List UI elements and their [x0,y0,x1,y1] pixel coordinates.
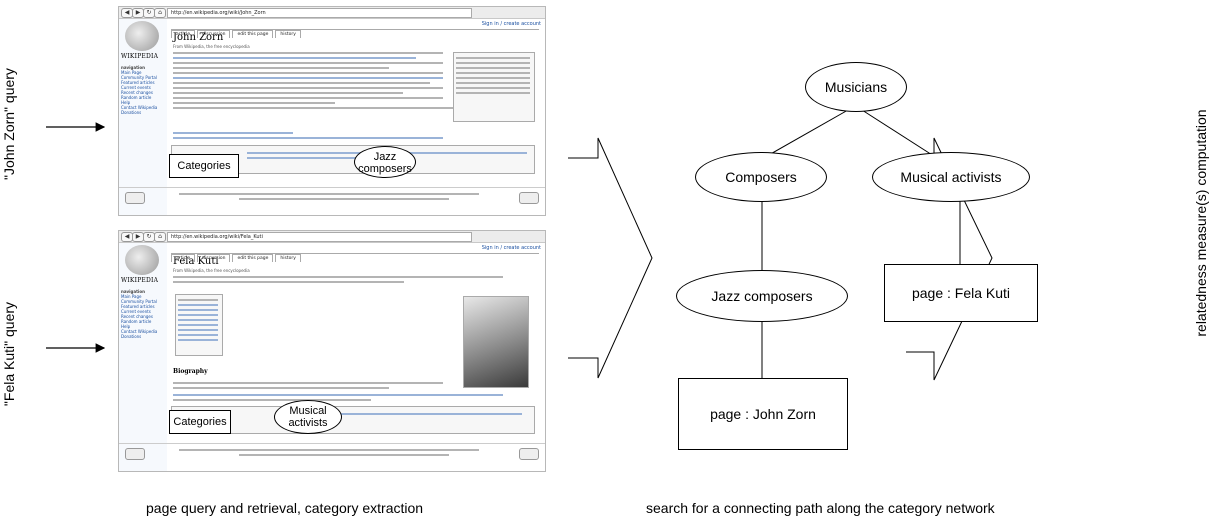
page-footer [119,187,545,210]
node-page-fela-kuti: page : Fela Kuti [884,264,1038,322]
biography-text [173,382,443,392]
article-title: John Zorn [173,32,224,43]
nav-link[interactable]: Main Page [121,294,142,299]
nav-link[interactable]: Community Portal [121,299,157,304]
node-jazz-composers: Jazz composers [676,270,848,322]
node-musical-activists: Musical activists [872,152,1030,202]
nav-link[interactable]: Recent changes [121,90,153,95]
external-links [173,394,503,404]
nav-link[interactable]: Current events [121,85,151,90]
nav-link[interactable]: Current events [121,309,151,314]
mediawiki-badge-icon [519,448,539,460]
caption-middle: search for a connecting path along the c… [646,500,995,516]
table-of-contents [175,294,223,356]
tab-article[interactable]: article [171,30,196,38]
nav-link[interactable]: Help [121,324,131,329]
portrait-image [463,296,529,388]
nav-link[interactable]: Random article [121,319,152,324]
nav-link[interactable]: Random article [121,95,152,100]
article-intro [173,276,503,286]
caption-left: page query and retrieval, category extra… [146,500,424,516]
nav-link[interactable]: Contact Wikipedia [121,329,158,334]
article-subtitle: From Wikipedia, the free encyclopedia [173,268,250,273]
url-bar[interactable]: http://en.wikipedia.org/wiki/Fela_Kuti [167,232,472,242]
infobox [453,52,535,122]
zorn-categories-box: Categories [169,154,239,178]
caption-right: relatedness measure(s) computation [1193,109,1209,337]
tab-discussion[interactable]: discussion [197,30,231,38]
article-title: Fela Kuti [173,256,219,267]
mediawiki-badge-icon [519,192,539,204]
article-content: Fela Kuti From Wikipedia, the free encyc… [171,253,539,471]
node-composers: Composers [695,152,827,202]
nav-link[interactable]: Donations [121,334,142,339]
browser-toolbar: ◀ ▶ ↻ ⌂ http://en.wikipedia.org/wiki/Fel… [119,231,545,243]
wikipedia-logo-text: WIKIPEDIA [121,53,159,60]
article-text [173,52,484,112]
john-zorn-screenshot: ◀ ▶ ↻ ⌂ http://en.wikipedia.org/wiki/Joh… [118,6,546,216]
kuti-categories-box: Categories [169,410,231,434]
home-icon[interactable]: ⌂ [154,232,166,242]
chevron-arrow-1 [568,137,653,379]
nav-link[interactable]: Featured articles [121,80,155,85]
tab-edit[interactable]: edit this page [232,30,274,38]
nav-link[interactable]: Contact Wikipedia [121,105,158,110]
nav-link[interactable]: Help [121,100,131,105]
nav-link[interactable]: Community Portal [121,75,157,80]
sign-in-link[interactable]: Sign in / create account [481,245,541,251]
browser-toolbar: ◀ ▶ ↻ ⌂ http://en.wikipedia.org/wiki/Joh… [119,7,545,19]
tab-article[interactable]: article [171,254,196,262]
nav-link[interactable]: Featured articles [121,304,155,309]
wikipedia-globe-icon [125,21,159,51]
tab-history[interactable]: history [275,254,301,262]
wiki-sidebar: WIKIPEDIA navigation Main Page Community… [119,243,167,471]
fela-kuti-screenshot: ◀ ▶ ↻ ⌂ http://en.wikipedia.org/wiki/Fel… [118,230,546,472]
page-footer [119,443,545,466]
tab-history[interactable]: history [275,30,301,38]
section-heading-biography: Biography [173,368,208,375]
external-links [173,132,473,142]
wiki-nav: navigation Main Page Community Portal Fe… [121,289,158,339]
article-subtitle: From Wikipedia, the free encyclopedia [173,44,250,49]
wikimedia-badge-icon [125,448,145,460]
tab-edit[interactable]: edit this page [232,254,274,262]
home-icon[interactable]: ⌂ [154,8,166,18]
nav-link[interactable]: Main Page [121,70,142,75]
tab-discussion[interactable]: discussion [197,254,231,262]
category-bar [171,406,535,434]
wiki-nav: navigation Main Page Community Portal Fe… [121,65,158,115]
edge-musicians-activists [861,109,941,161]
nav-link[interactable]: Donations [121,110,142,115]
url-bar[interactable]: http://en.wikipedia.org/wiki/John_Zorn [167,8,472,18]
wikipedia-globe-icon [125,245,159,275]
wikimedia-badge-icon [125,192,145,204]
node-musicians: Musicians [805,62,907,112]
sign-in-link[interactable]: Sign in / create account [481,21,541,27]
wiki-sidebar: WIKIPEDIA navigation Main Page Community… [119,19,167,215]
node-page-john-zorn: page : John Zorn [678,378,848,450]
nav-link[interactable]: Recent changes [121,314,153,319]
wikipedia-logo-text: WIKIPEDIA [121,277,159,284]
